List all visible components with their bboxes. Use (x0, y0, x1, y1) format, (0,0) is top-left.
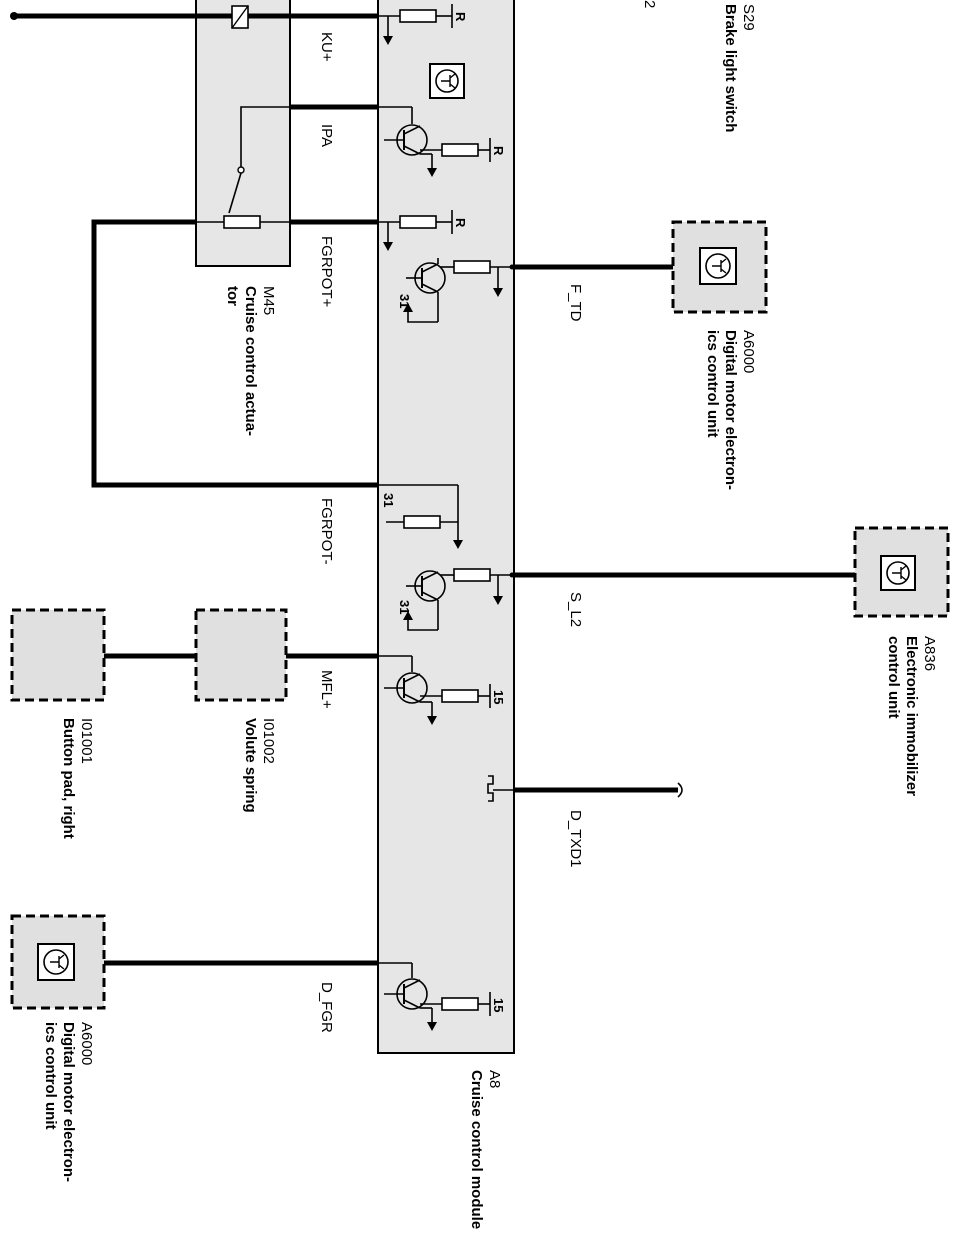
fgrpot-loop-wire (91, 219, 378, 488)
a6000-bottom-name-line2: ics control unit (42, 1022, 59, 1130)
s29-id: S29 (740, 4, 757, 31)
cropped-mark: 2 (641, 0, 658, 8)
a6000-top-name-line1: Digital motor electron- (722, 330, 739, 490)
a8-control-unit-icon (429, 63, 465, 99)
terminal-31-f-td: 31 (397, 294, 412, 308)
signal-f-td: F_TD (567, 284, 584, 322)
mfl-plus-transistor-circuit (378, 655, 491, 725)
a8-module-box (377, 0, 515, 1054)
a6000-top-name-line2: ics control unit (704, 330, 721, 438)
signal-fgrpot-minus: FGRPOT- (318, 498, 335, 565)
signal-fgrpot-plus: FGRPOT+ (318, 236, 335, 307)
terminal-15-mfl: 15 (491, 690, 506, 704)
fgrpot-minus-circuit (378, 484, 463, 549)
ku-plus-terminal-dot (10, 12, 18, 20)
s-l2-transistor-circuit (403, 568, 515, 631)
ipa-transistor-circuit (378, 106, 491, 177)
m45-name-line1: Cruise control actua- (242, 286, 259, 436)
i01001-box (10, 608, 106, 702)
i01001-name: Button pad, right (60, 718, 77, 839)
signal-ku-plus: KU+ (318, 32, 335, 62)
m45-name-line2: tor (224, 286, 241, 306)
a836-name-line1: Electronic immobilizer (903, 636, 920, 796)
fgrpot-plus-input-circuit (378, 210, 453, 251)
a836-control-unit-icon (880, 555, 916, 591)
m45-id: M45 (260, 286, 277, 315)
terminal-31-fgrpot-minus: 31 (381, 493, 396, 507)
signal-ipa: IPA (318, 124, 335, 147)
terminal-r-ipa: R (491, 146, 506, 156)
d-txd1-connector (677, 782, 683, 798)
m45-potentiometer (196, 106, 290, 229)
s29-name: Brake light switch (722, 4, 739, 132)
i01002-name: Volute spring (242, 718, 259, 813)
signal-d-txd1: D_TXD1 (567, 810, 584, 868)
a8-name: Cruise control module (468, 1070, 485, 1229)
a6000-top-control-unit-icon (699, 247, 737, 285)
d-fgr-transistor-circuit (378, 962, 491, 1031)
a6000-bottom-name-line1: Digital motor electron- (60, 1022, 77, 1182)
ku-plus-input-circuit (378, 4, 453, 45)
terminal-r-ku: R (453, 12, 468, 22)
terminal-15-d-fgr: 15 (491, 998, 506, 1012)
d-txd1-signal-symbol (487, 775, 514, 802)
i01001-id: I01001 (78, 718, 95, 764)
i01002-box (194, 608, 288, 702)
a6000-bottom-control-unit-icon (37, 943, 75, 981)
signal-d-fgr: D_FGR (318, 982, 335, 1033)
signal-s-l2: S_L2 (567, 592, 584, 627)
a836-name-line2: control unit (885, 636, 902, 719)
f-td-transistor-circuit (403, 258, 515, 323)
terminal-r-fgrpot: R (453, 218, 468, 228)
m45-relay-symbol (196, 5, 290, 29)
terminal-31-s-l2: 31 (397, 600, 412, 614)
a6000-top-id: A6000 (740, 330, 757, 373)
signal-mfl-plus: MFL+ (318, 670, 335, 709)
a6000-bottom-id: A6000 (78, 1022, 95, 1065)
i01002-id: I01002 (260, 718, 277, 764)
a8-id: A8 (486, 1070, 503, 1088)
a836-id: A836 (921, 636, 938, 671)
